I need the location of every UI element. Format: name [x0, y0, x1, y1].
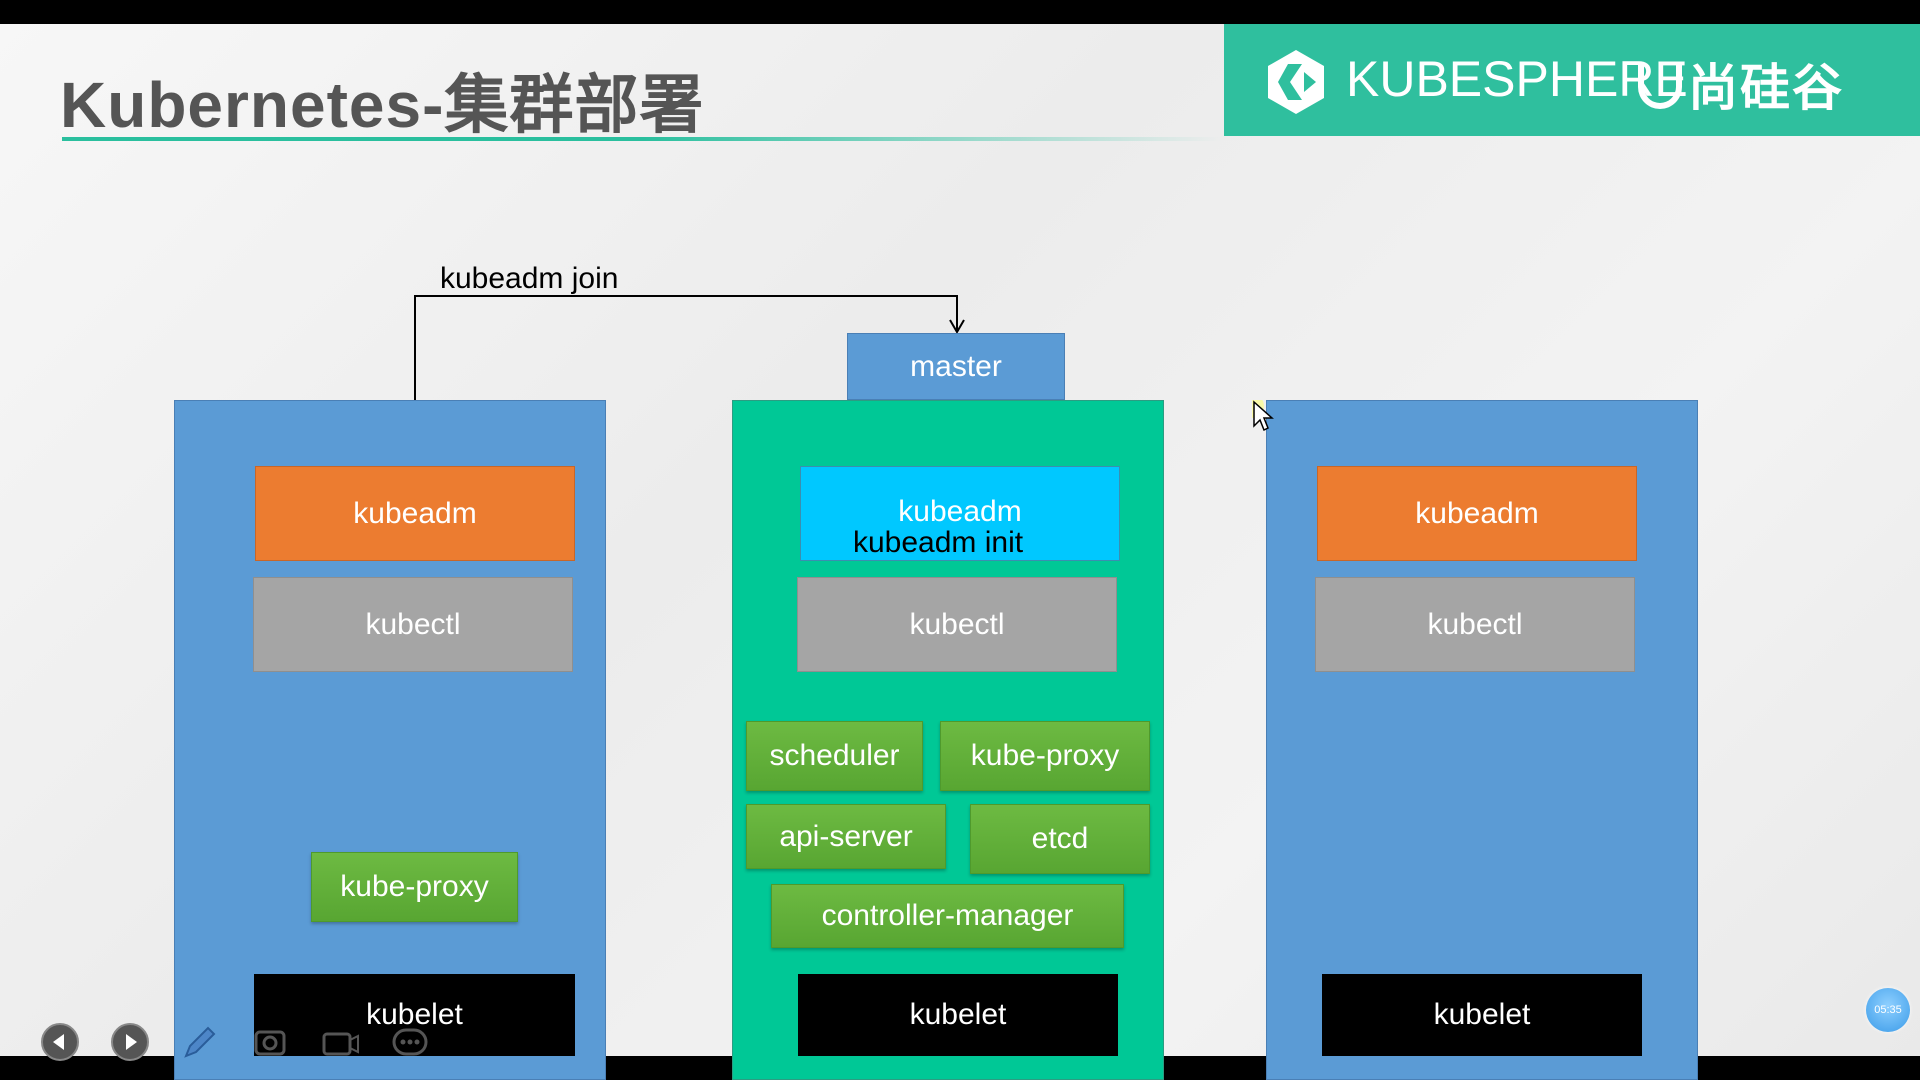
right-kubelet: kubelet	[1322, 974, 1642, 1056]
master-kubeadm-label: kubeadm	[898, 495, 1022, 528]
master-api-server: api-server	[746, 804, 946, 869]
brand-atguigu-text: 尚硅谷	[1688, 60, 1844, 116]
left-kube-proxy: kube-proxy	[311, 852, 518, 922]
master-kubeadm: kubeadm	[800, 466, 1120, 561]
prev-icon[interactable]	[40, 1022, 80, 1062]
master-kube-proxy: kube-proxy	[940, 721, 1150, 791]
timer-badge[interactable]: 05:35	[1866, 988, 1910, 1032]
mouse-cursor-icon	[1252, 400, 1274, 432]
master-controller-manager: controller-manager	[771, 884, 1124, 948]
brand-atguigu: 尚硅谷	[1638, 48, 1844, 120]
next-icon[interactable]	[110, 1022, 150, 1062]
camera-icon[interactable]	[320, 1022, 360, 1062]
pen-icon[interactable]	[180, 1022, 220, 1062]
master-tab: master	[847, 333, 1065, 400]
right-kubectl: kubectl	[1315, 577, 1635, 672]
left-kubectl: kubectl	[253, 577, 573, 672]
master-kubelet: kubelet	[798, 974, 1118, 1056]
master-scheduler: scheduler	[746, 721, 923, 791]
right-kubeadm: kubeadm	[1317, 466, 1637, 561]
chat-icon[interactable]	[390, 1022, 430, 1062]
kubesphere-logo-icon	[1268, 50, 1324, 114]
left-kubelet: kubelet	[254, 974, 575, 1056]
master-etcd: etcd	[970, 804, 1150, 874]
atguigu-logo-icon	[1638, 65, 1682, 109]
page-title: Kubernetes-集群部署	[60, 69, 705, 141]
brand-kubesphere: KUBESPHERE	[1346, 51, 1688, 107]
left-kubeadm: kubeadm	[255, 466, 575, 561]
title-underline	[62, 137, 1222, 141]
kubeadm-init-label: kubeadm init	[853, 526, 1024, 559]
kubeadm-join-label: kubeadm join	[440, 262, 619, 295]
master-kubectl: kubectl	[797, 577, 1117, 672]
screenshot-icon[interactable]	[250, 1022, 290, 1062]
brand-banner: KUBESPHERE 尚硅谷	[1224, 24, 1920, 136]
